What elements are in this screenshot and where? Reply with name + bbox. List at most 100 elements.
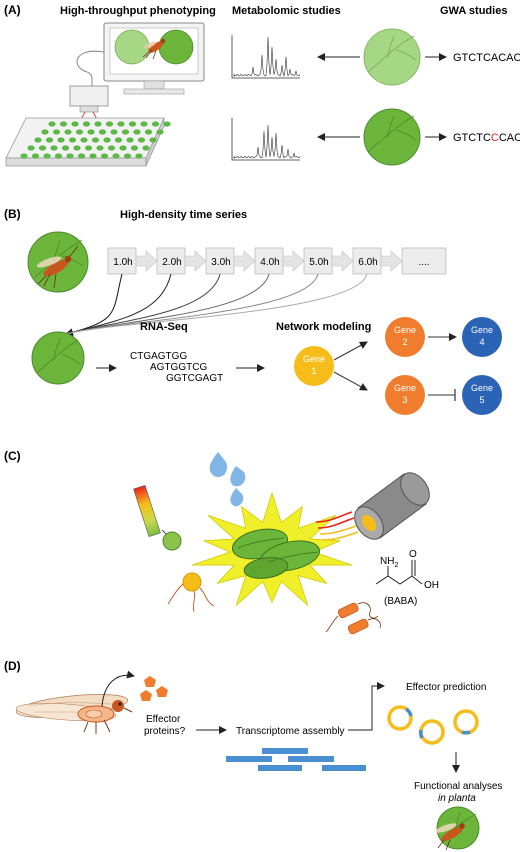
plate-well — [123, 153, 132, 159]
plate-well — [75, 129, 84, 135]
svg-text:1: 1 — [311, 366, 316, 376]
contig — [226, 756, 272, 762]
plate-well — [77, 153, 86, 159]
assembly-label: Transcriptome assembly — [236, 726, 345, 737]
plate-well — [66, 153, 74, 159]
whitefly-icon — [15, 694, 133, 734]
plate-well — [87, 129, 95, 135]
plate-well — [73, 145, 81, 151]
effector-proteins-icon — [140, 676, 168, 701]
camera-icon — [69, 85, 109, 113]
plate-well — [68, 137, 77, 143]
plate-well — [107, 145, 116, 151]
water-drops-icon — [209, 452, 246, 507]
plate-well — [20, 153, 28, 159]
carbonyl-label: O — [409, 549, 417, 560]
plate-well — [34, 137, 42, 143]
insect-icon — [142, 38, 166, 60]
plate-well — [59, 121, 68, 127]
plate-well — [137, 137, 146, 143]
edge-1-2 — [333, 341, 368, 361]
plate-well — [110, 129, 118, 135]
svg-text:Gene: Gene — [471, 383, 493, 393]
plate-well — [38, 145, 47, 151]
phenotyping-plate — [5, 117, 171, 167]
plate-well — [121, 129, 130, 135]
timepoint-curve — [65, 273, 368, 335]
panel-c-label: (C) — [4, 449, 21, 463]
contig — [262, 748, 308, 754]
plate-well — [27, 145, 35, 151]
bacteria-icon — [325, 602, 381, 635]
camera-cable — [76, 50, 105, 86]
timepoint-arrow — [380, 250, 403, 272]
amine-label: NH2 — [380, 556, 398, 569]
svg-text:Gene: Gene — [303, 354, 325, 364]
spore-icon — [167, 572, 215, 613]
contig — [258, 765, 302, 771]
sequence-bottom: GTCTCCCACT — [453, 132, 520, 144]
panel-d-label: (D) — [4, 659, 21, 673]
timepoint-box: 1.0h — [107, 247, 158, 275]
read-2: AGTGGTCG — [150, 362, 207, 373]
time-series-title: High-density time series — [120, 209, 247, 221]
plate-well — [31, 153, 40, 159]
svg-text:3: 3 — [402, 395, 407, 405]
plate-well — [130, 145, 139, 151]
plate-well — [126, 137, 134, 143]
radiation-waves — [315, 511, 359, 541]
plate-well — [103, 137, 111, 143]
timepoint-arrow — [184, 250, 207, 272]
panel-a-label: (A) — [4, 3, 21, 17]
panel-a: (A) High-throughput phenotyping Metabolo… — [4, 3, 520, 167]
plate-well — [61, 145, 70, 151]
functional-line2: in planta — [438, 793, 476, 804]
phenotyping-title: High-throughput phenotyping — [60, 5, 216, 17]
contigs-icon — [226, 748, 366, 771]
plate-well — [105, 121, 114, 127]
svg-text:5: 5 — [479, 395, 484, 405]
contig — [322, 765, 366, 771]
plate-well — [114, 137, 123, 143]
leaf-light-icon — [363, 28, 421, 86]
plate-well — [80, 137, 88, 143]
effector-question-line2: proteins? — [144, 726, 186, 737]
plate-well — [149, 137, 157, 143]
timepoint-label: 6.0h — [358, 257, 377, 268]
timepoint-label: 4.0h — [260, 257, 279, 268]
timepoint-box: 3.0h — [205, 247, 256, 275]
plate-well — [91, 137, 100, 143]
plate-well — [89, 153, 97, 159]
plate-well — [119, 145, 127, 151]
svg-text:Gene: Gene — [394, 383, 416, 393]
plate-well — [133, 129, 141, 135]
plate-well — [140, 121, 148, 127]
screen-leaf-dark — [158, 29, 194, 65]
chromatogram-top — [231, 35, 301, 79]
read-1: CTGAGTGG — [130, 351, 187, 362]
plate-well — [144, 129, 153, 135]
panel-d: (D) Effector proteins? Transcriptome ass… — [4, 659, 502, 851]
plate-well — [112, 153, 120, 159]
plate-well — [98, 129, 107, 135]
gene-4-node: Gene 4 — [462, 317, 502, 357]
timepoint-label: 5.0h — [309, 257, 328, 268]
panel-c: (C) — [4, 449, 439, 635]
plate-well — [54, 153, 63, 159]
svg-text:2: 2 — [402, 337, 407, 347]
timepoint-label: 1.0h — [113, 257, 132, 268]
functional-line1: Functional analyses — [414, 781, 502, 792]
plate-well — [84, 145, 93, 151]
hydroxyl-label: OH — [424, 580, 439, 591]
plate-well — [50, 145, 58, 151]
plasmid-icons — [387, 705, 479, 745]
timepoint-label: 2.0h — [162, 257, 181, 268]
leaf-dark-icon — [363, 108, 421, 166]
plate-well — [117, 121, 125, 127]
svg-text:Gene: Gene — [471, 325, 493, 335]
edge-1-3 — [333, 371, 368, 391]
timepoint-box: 4.0h — [254, 247, 305, 275]
plate-well — [151, 121, 160, 127]
plate-wells — [20, 121, 171, 159]
